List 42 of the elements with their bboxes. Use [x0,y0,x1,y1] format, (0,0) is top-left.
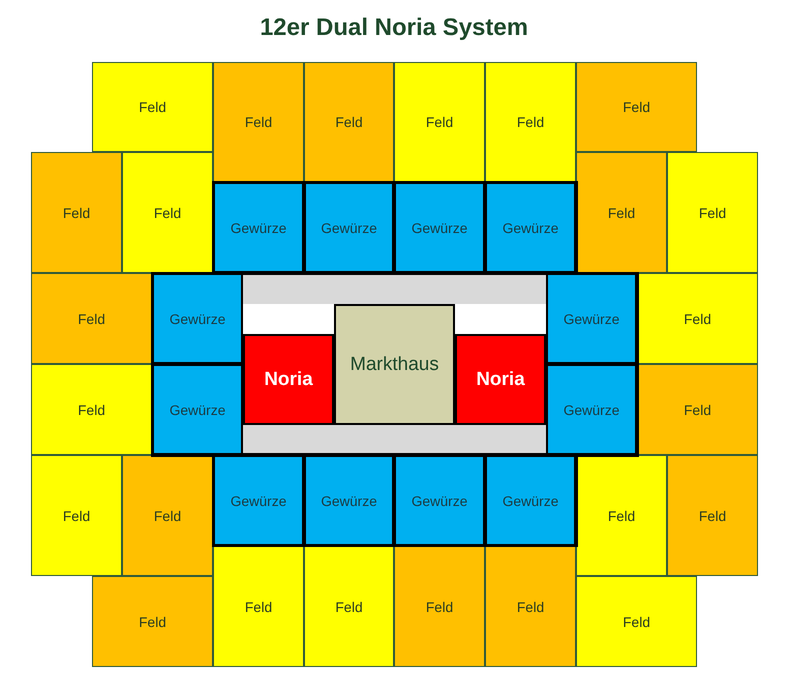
spice-tile: Gewürze [304,455,394,546]
walkway-band [243,273,546,304]
field-tile: Feld [92,576,213,667]
field-tile: Feld [576,62,697,152]
field-tile: Feld [31,455,122,576]
spice-tile: Gewürze [546,364,637,455]
field-tile: Feld [304,546,394,667]
field-tile: Feld [576,455,667,576]
field-tile: Feld [394,62,485,182]
spice-tile: Gewürze [152,364,243,455]
field-tile: Feld [637,273,758,364]
field-tile: Feld [213,546,304,667]
walkway-band [243,425,546,455]
field-tile: Feld [394,546,485,667]
spice-tile: Gewürze [304,182,394,273]
field-tile: Feld [667,455,758,576]
spice-tile: Gewürze [394,455,485,546]
field-tile: Feld [122,455,213,576]
field-tile: Feld [637,364,758,455]
field-tile: Feld [31,152,122,273]
spice-tile: Gewürze [546,273,637,364]
field-tile: Feld [304,62,394,182]
spice-tile: Gewürze [394,182,485,273]
field-tile: Feld [576,152,667,273]
field-tile: Feld [667,152,758,273]
field-tile: Feld [576,576,697,667]
market-hall-tile: Markthaus [334,304,455,425]
field-tile: Feld [31,364,152,455]
spice-tile: Gewürze [213,455,304,546]
noria-tile: Noria [243,334,334,425]
spice-tile: Gewürze [485,455,576,546]
spice-tile: Gewürze [485,182,576,273]
diagram-title: 12er Dual Noria System [258,14,530,42]
spice-tile: Gewürze [213,182,304,273]
field-tile: Feld [92,62,213,152]
spice-tile: Gewürze [152,273,243,364]
noria-tile: Noria [455,334,546,425]
field-tile: Feld [485,546,576,667]
field-tile: Feld [485,62,576,182]
field-tile: Feld [31,273,152,364]
field-tile: Feld [122,152,213,273]
field-tile: Feld [213,62,304,182]
